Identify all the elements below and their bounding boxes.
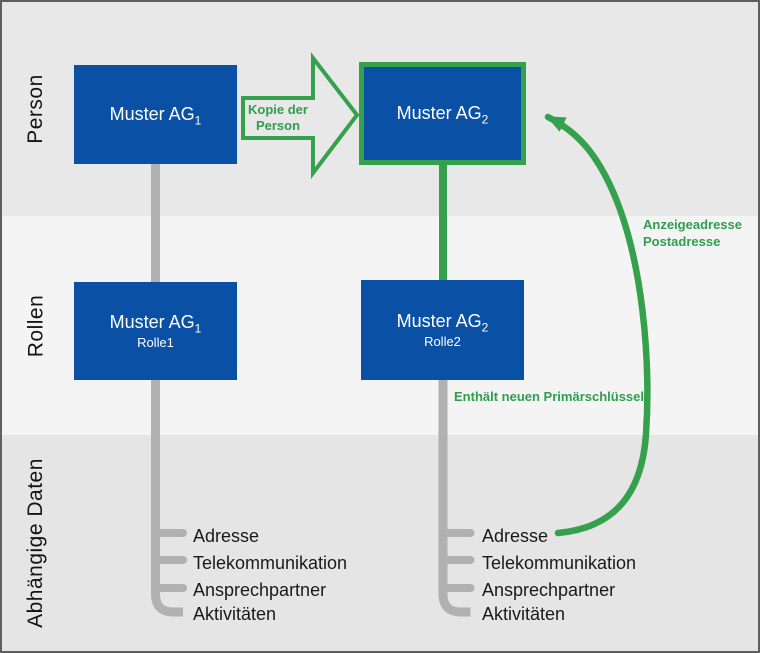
address-curve-arrow xyxy=(544,113,651,537)
list-item-right-adresse: Adresse xyxy=(482,526,549,546)
copy-arrow-label: Kopie der Person xyxy=(243,96,313,140)
person-box-2-subscript: 2 xyxy=(481,112,489,127)
person-box-1-name: Muster AG xyxy=(109,103,195,124)
role-box-2-name: Muster AG xyxy=(396,311,482,332)
role-box-1-name: Muster AG xyxy=(109,312,195,333)
copy-arrow-shape xyxy=(241,52,360,179)
list-item-left-aktivitaeten: Aktivitäten xyxy=(193,604,277,624)
person-box-1: Muster AG1 xyxy=(74,65,237,164)
primary-key-note: Enthält neuen Primärschlüssel xyxy=(454,389,645,404)
person-box-2-title: Muster AG2 xyxy=(397,102,489,126)
list-item-left-adresse: Adresse xyxy=(193,526,260,546)
role-box-1-role-label: Rolle1 xyxy=(137,334,174,350)
person-box-2-name: Muster AG xyxy=(396,102,482,123)
list-item-right-telekommunikation: Telekommunikation xyxy=(482,553,637,573)
right-trunk-connector xyxy=(438,378,471,617)
role-box-1-title: Muster AG1 xyxy=(110,311,202,335)
person-box-1-title: Muster AG1 xyxy=(110,103,202,127)
list-item-left-telekommunikation: Telekommunikation xyxy=(193,553,348,573)
role-box-2-title: Muster AG2 xyxy=(397,310,489,334)
role-box-2-subscript: 2 xyxy=(481,320,489,335)
left-trunk-connector xyxy=(151,162,183,617)
list-item-left-ansprechpartner: Ansprechpartner xyxy=(193,580,327,600)
role-box-2-role-label: Rolle2 xyxy=(424,333,461,349)
address-note: Anzeigeadresse Postadresse xyxy=(643,216,742,250)
person-box-1-subscript: 1 xyxy=(194,113,202,128)
person-box-2: Muster AG2 xyxy=(359,62,526,165)
role-box-2: Muster AG2 Rolle2 xyxy=(361,280,524,380)
band-dependent xyxy=(2,435,758,651)
list-item-right-aktivitaeten: Aktivitäten xyxy=(482,604,566,624)
role-box-1-subscript: 1 xyxy=(194,321,202,336)
list-item-right-ansprechpartner: Ansprechpartner xyxy=(482,580,616,600)
copy-arrow-label-line2: Person xyxy=(255,118,301,133)
role-box-1: Muster AG1 Rolle1 xyxy=(74,282,237,380)
copy-arrow-label-line1: Kopie der xyxy=(248,102,308,117)
address-note-line1: Anzeigeadresse xyxy=(643,217,742,232)
address-note-line2: Postadresse xyxy=(643,234,721,249)
